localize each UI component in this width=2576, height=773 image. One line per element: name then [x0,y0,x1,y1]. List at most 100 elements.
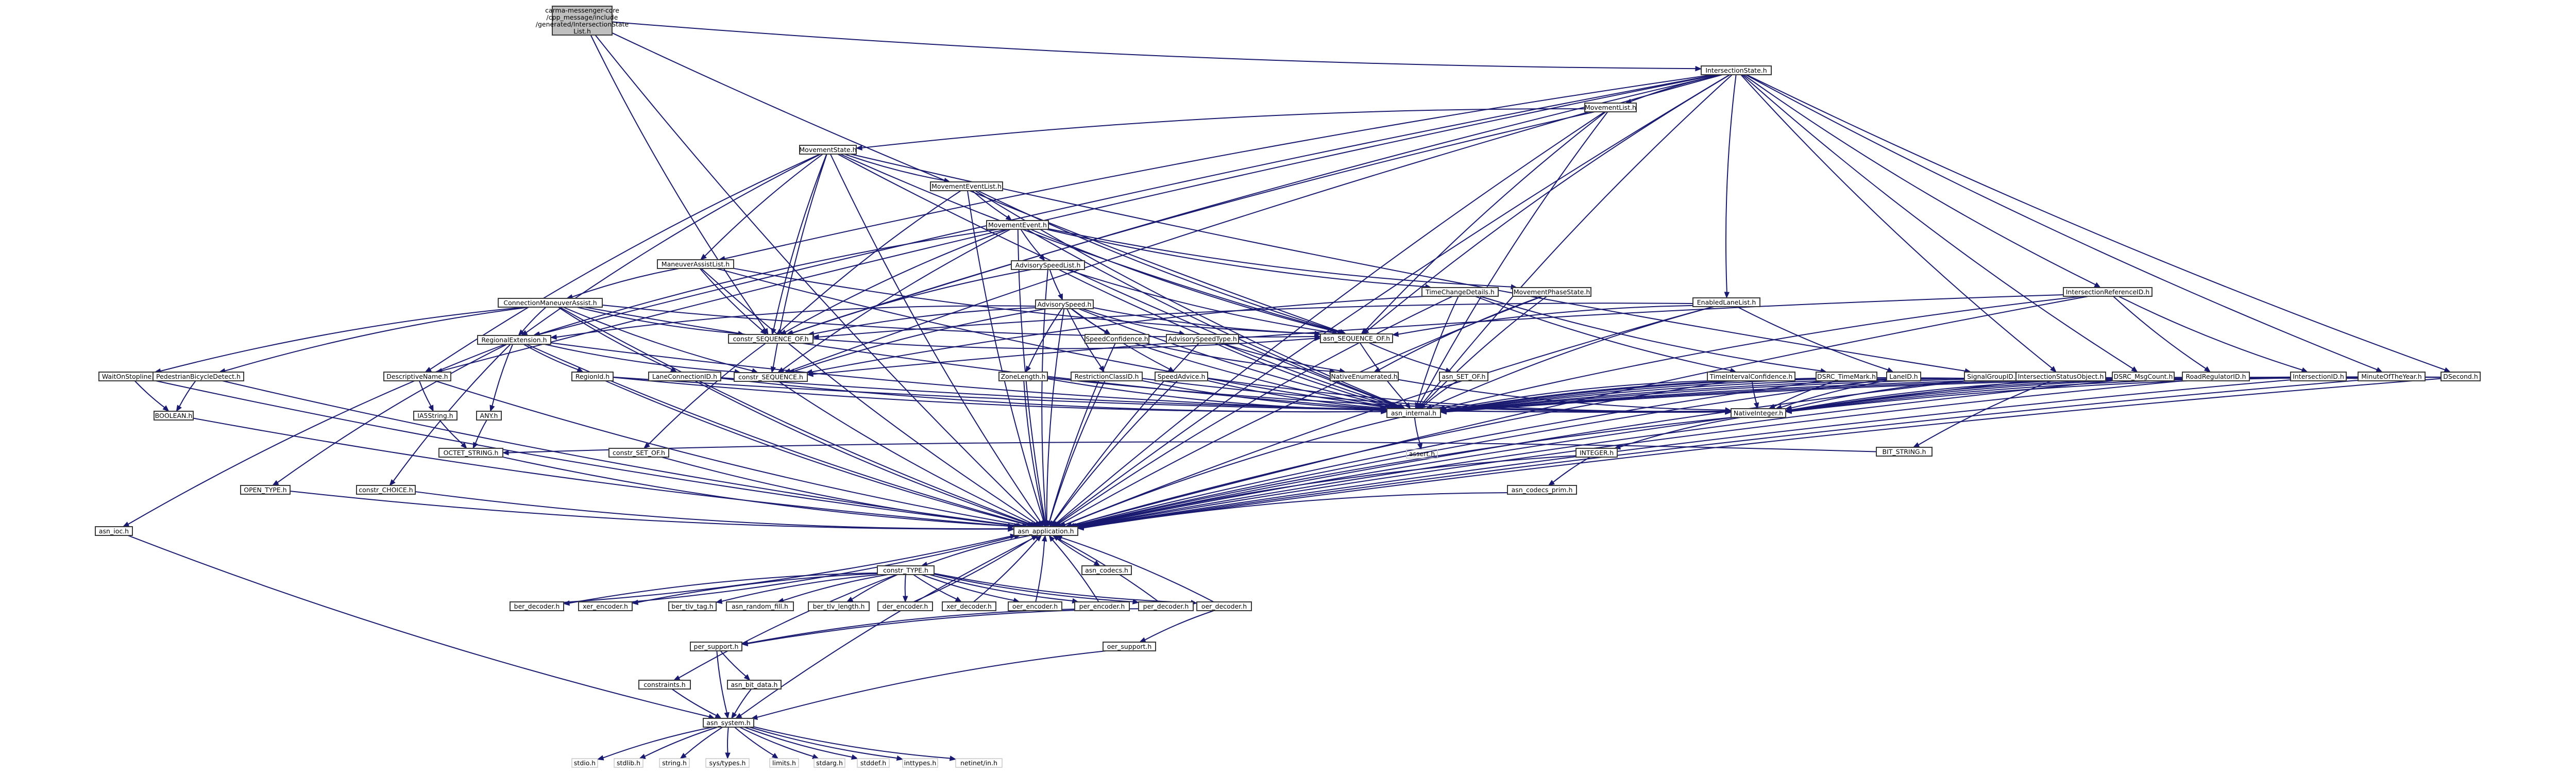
node-asn-system[interactable]: asn_system.h [703,718,754,728]
node-asn-ioc[interactable]: asn_ioc.h [95,526,133,536]
node-ia5-string[interactable]: IA5String.h [413,411,457,421]
edge-arrowhead [1314,335,1321,341]
node-netinet-in[interactable]: netinet/in.h [955,758,1003,768]
node-xer-encoder[interactable]: xer_encoder.h [578,601,633,611]
node-stddef[interactable]: stddef.h [857,758,890,768]
node-movement-state[interactable]: MovementState.h [799,145,857,155]
node-dsecond[interactable]: DSecond.h [2441,372,2481,381]
node-asn-application[interactable]: asn_application.h [1013,526,1078,536]
node-intersection-id[interactable]: IntersectionID.h [2290,372,2347,381]
node-descriptive-name[interactable]: DescriptiveName.h [383,372,451,381]
node-sys-types[interactable]: sys/types.h [705,758,750,768]
node-ber-tlv-tag[interactable]: ber_tlv_tag.h [668,601,717,611]
node-constr-sequence[interactable]: constr_SEQUENCE.h [734,372,808,382]
edge-asn-application-to-asn-system [735,535,1039,719]
node-dsrc-msg-count[interactable]: DSRC_MsgCount.h [2112,372,2175,381]
node-road-regulator-id[interactable]: RoadRegulatorID.h [2182,372,2250,381]
edge-arrowhead [1093,560,1100,566]
node-native-integer[interactable]: NativeInteger.h [1731,408,1786,418]
node-ber-tlv-length[interactable]: ber_tlv_length.h [808,601,870,611]
edge-line [1431,306,1715,408]
node-box [998,372,1048,381]
node-lane-id[interactable]: LaneID.h [1886,372,1921,381]
node-stdlib[interactable]: stdlib.h [614,758,643,768]
node-assert[interactable]: assert.h [1406,449,1438,459]
node-open-type[interactable]: OPEN_TYPE.h [240,485,291,495]
node-asn-bit-data[interactable]: asn_bit_data.h [727,680,782,690]
node-per-encoder[interactable]: per_encoder.h [1074,601,1130,611]
edge-root-to-constr-sequence-of [590,35,769,335]
node-asn-codecs-prim[interactable]: asn_codecs_prim.h [1507,485,1577,495]
node-advisory-speed[interactable]: AdvisorySpeed.h [1035,299,1094,309]
node-wait-on-stopline[interactable]: WaitOnStopline.h [98,372,161,381]
node-regional-extension[interactable]: RegionalExtension.h [477,335,551,345]
node-advisory-speed-list[interactable]: AdvisorySpeedList.h [1011,260,1085,270]
node-integer[interactable]: INTEGER.h [1575,448,1618,458]
node-label: WaitOnStopline.h [102,373,158,380]
node-any[interactable]: ANY.h [476,411,502,421]
node-constraints[interactable]: constraints.h [638,680,691,690]
node-root[interactable]: carma-messenger-core/cpp_message/include… [536,6,629,36]
node-maneuver-assist-list[interactable]: ManeuverAssistList.h [657,259,734,269]
node-oer-encoder[interactable]: oer_encoder.h [1008,601,1062,611]
node-advisory-speed-type[interactable]: AdvisorySpeedType.h [1166,334,1239,344]
node-time-change-details[interactable]: TimeChangeDetails.h [1421,287,1499,297]
edge-movement-event-list-to-movement-event [972,190,1012,221]
node-oer-decoder[interactable]: oer_decoder.h [1196,601,1252,611]
edge-line [538,229,998,335]
node-pedestrian-bicycle-detect[interactable]: PedestrianBicycleDetect.h [152,372,244,381]
node-oer-support[interactable]: oer_support.h [1103,642,1156,651]
node-movement-phase-state[interactable]: MovementPhaseState.h [1512,287,1591,297]
edge-line [1746,74,2446,371]
node-speed-advice[interactable]: SpeedAdvice.h [1155,372,1208,381]
node-asn-set-of[interactable]: asn_SET_OF.h [1439,372,1488,381]
node-dsrc-time-mark[interactable]: DSRC_TimeMark.h [1816,372,1877,381]
edge-line [442,74,1718,372]
edge-speed-advice-to-asn-application [1049,380,1178,527]
node-constr-set-of[interactable]: constr_SET_OF.h [608,448,669,458]
node-box [2063,287,2153,297]
node-stdio[interactable]: stdio.h [571,758,598,768]
node-constr-type[interactable]: constr_TYPE.h [877,565,935,575]
node-asn-sequence-of[interactable]: asn_SEQUENCE_OF.h [1320,333,1393,343]
node-limits[interactable]: limits.h [769,758,799,768]
node-per-decoder[interactable]: per_decoder.h [1138,601,1194,611]
node-xer-decoder[interactable]: xer_decoder.h [942,601,996,611]
node-region-id[interactable]: RegionId.h [571,372,614,381]
node-intersection-status-object[interactable]: IntersectionStatusObject.h [2015,372,2106,381]
node-enabled-lane-list[interactable]: EnabledLaneList.h [1692,297,1760,307]
node-movement-event-list[interactable]: MovementEventList.h [930,181,1003,191]
node-zone-length[interactable]: ZoneLength.h [998,372,1048,381]
edge-oer-encoder-to-asn-application [1035,534,1047,602]
node-stdarg[interactable]: stdarg.h [814,758,845,768]
edge-line [1736,306,1888,371]
node-boolean[interactable]: BOOLEAN.h [154,411,194,421]
node-der-encoder[interactable]: der_encoder.h [877,601,933,611]
node-intersection-reference-id[interactable]: IntersectionReferenceID.h [2063,287,2153,297]
node-ber-decoder[interactable]: ber_decoder.h [510,601,564,611]
node-connection-maneuver-assist[interactable]: ConnectionManeuverAssist.h [498,298,603,308]
node-per-support[interactable]: per_support.h [690,642,742,651]
node-native-enumerated[interactable]: NativeEnumerated.h [1330,372,1399,381]
node-signal-group-id[interactable]: SignalGroupID.h [1964,372,2023,381]
node-movement-event[interactable]: MovementEvent.h [986,220,1049,230]
node-inttypes[interactable]: inttypes.h [902,758,938,768]
node-lane-connection-id[interactable]: LaneConnectionID.h [648,372,721,381]
node-asn-internal[interactable]: asn_internal.h [1386,408,1441,418]
node-string[interactable]: string.h [659,758,690,768]
node-time-interval-confidence[interactable]: TimeIntervalConfidence.h [1707,372,1795,381]
node-movement-list[interactable]: MovementList.h [1584,103,1637,112]
node-intersection-state[interactable]: IntersectionState.h [1701,65,1772,75]
node-bit-string[interactable]: BIT_STRING.h [1876,447,1933,457]
node-minute-of-the-year[interactable]: MinuteOfTheYear.h [2358,372,2426,381]
node-asn-random-fill[interactable]: asn_random_fill.h [726,601,794,611]
node-restriction-class-id[interactable]: RestrictionClassID.h [1071,372,1143,381]
node-box [1876,447,1933,457]
node-constr-sequence-of[interactable]: constr_SEQUENCE_OF.h [728,334,814,344]
node-octet-string[interactable]: OCTET_STRING.h [438,448,503,458]
node-asn-codecs[interactable]: asn_codecs.h [1081,565,1132,575]
edge-line [812,294,2064,375]
node-label: asn_internal.h [1391,409,1436,417]
node-constr-choice[interactable]: constr_CHOICE.h [356,485,416,495]
node-speed-confidence[interactable]: SpeedConfidence.h [1084,334,1149,344]
